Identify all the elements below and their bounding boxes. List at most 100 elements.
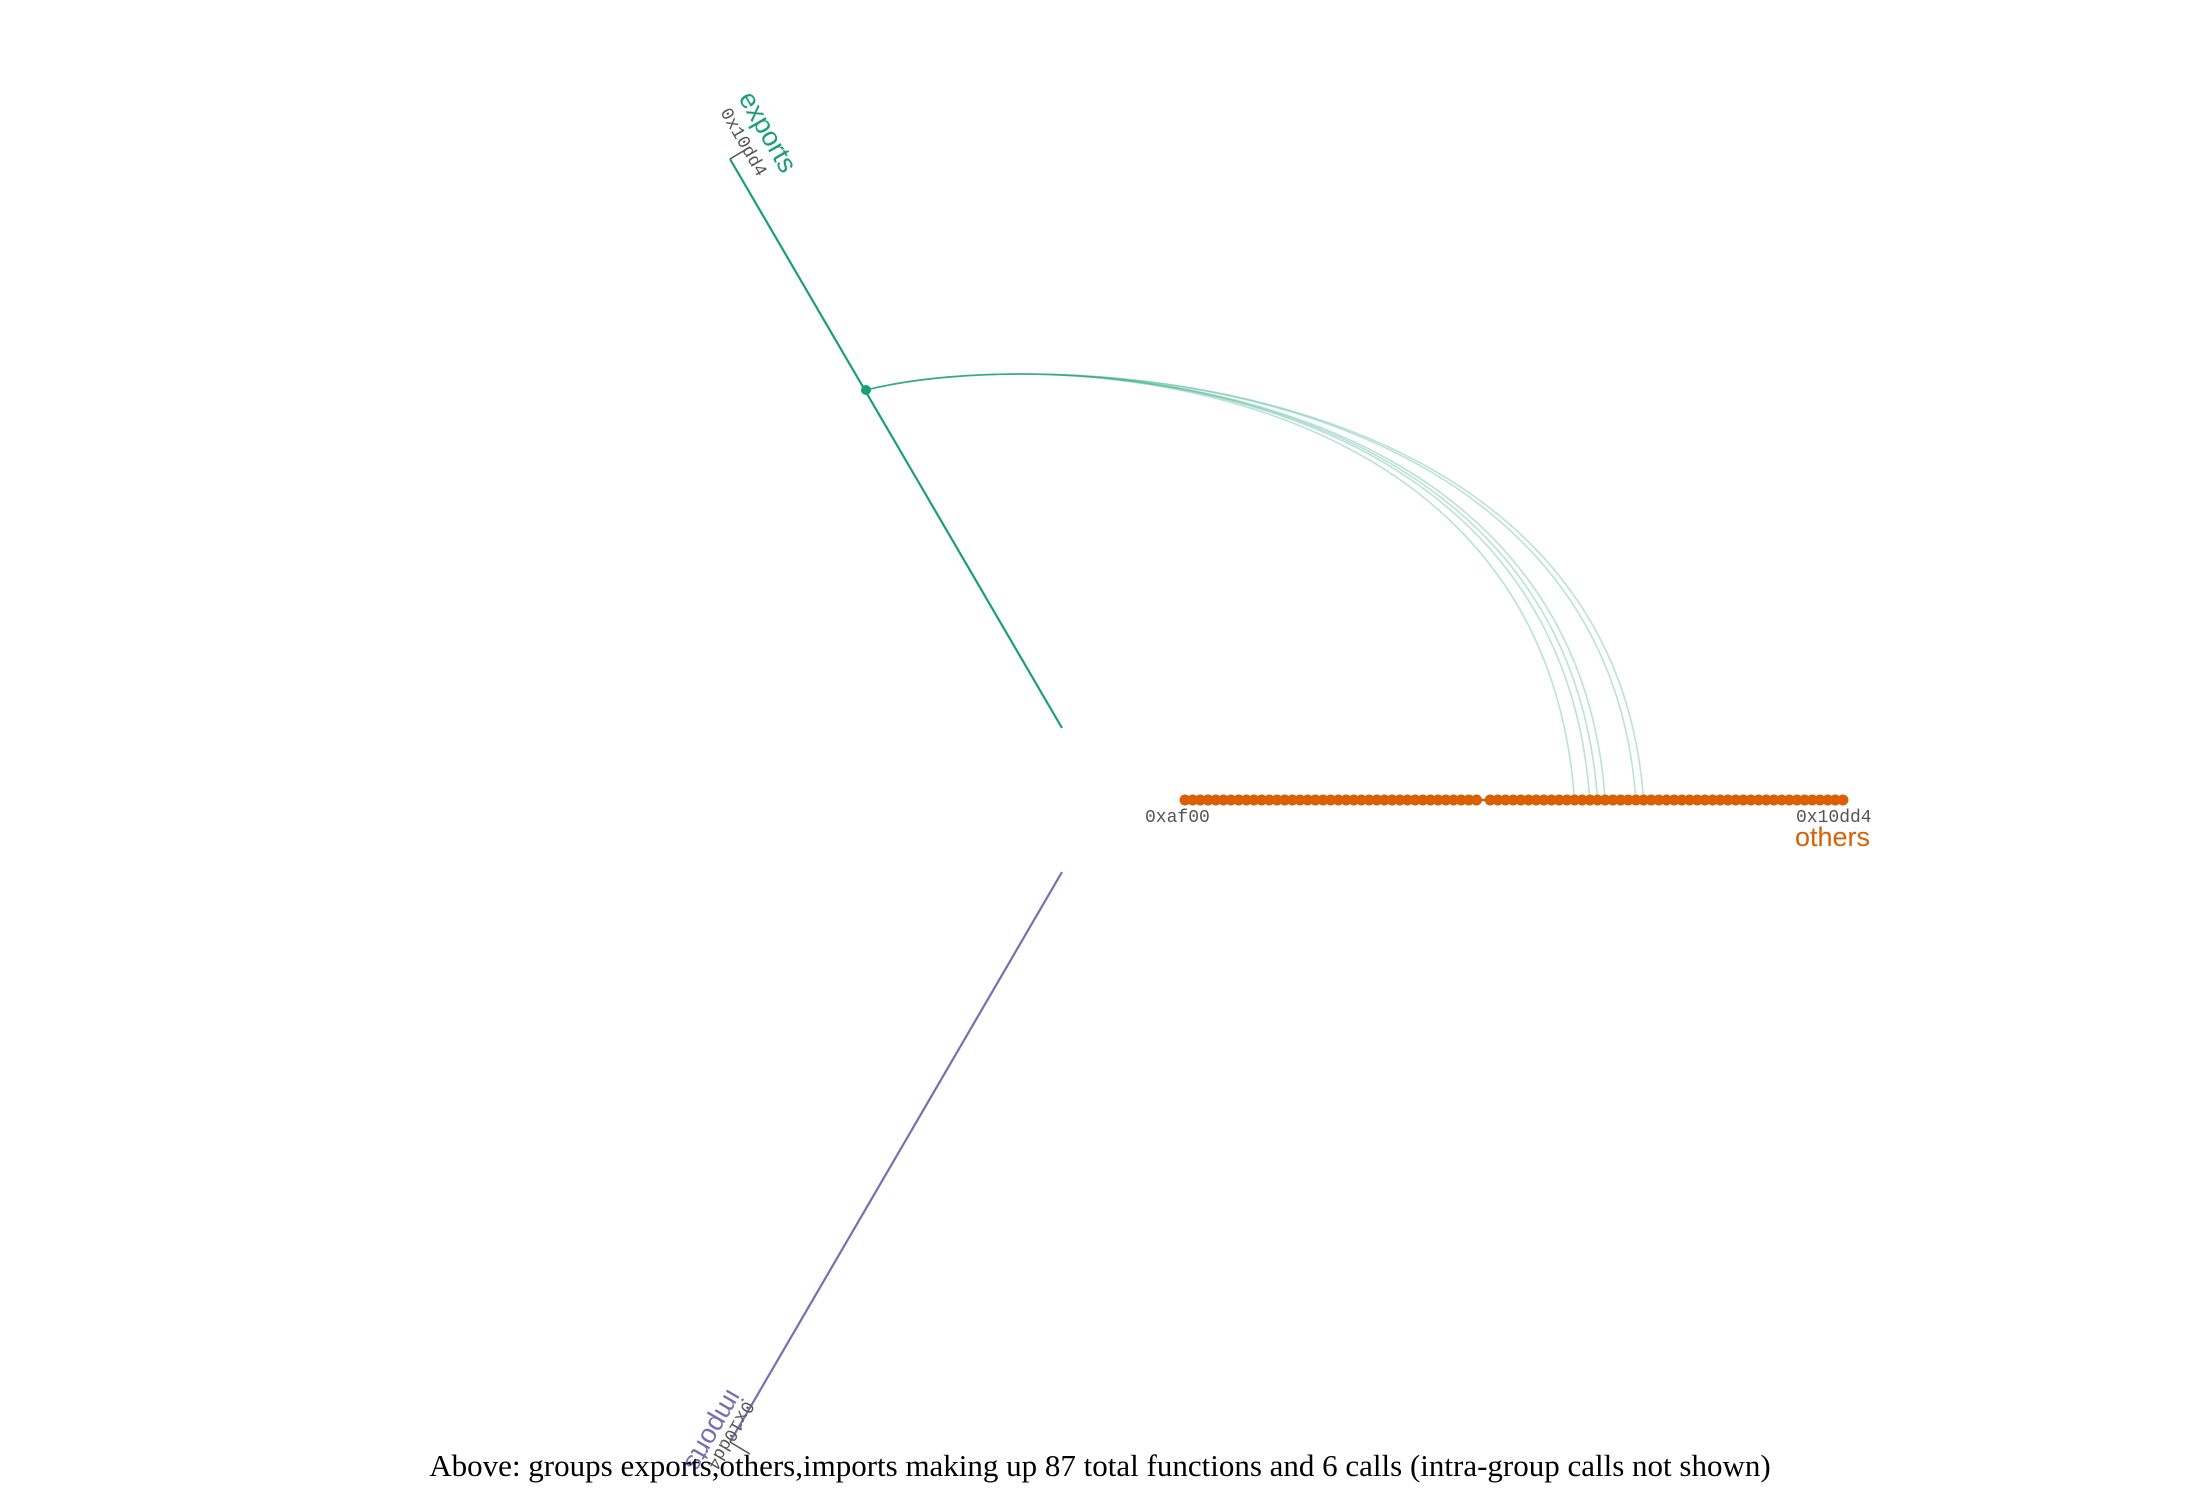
others-node (1179, 794, 1191, 806)
others-node (1492, 794, 1504, 806)
axis-others-group-label: others (1795, 822, 1870, 852)
others-node (1440, 794, 1452, 806)
others-node (1737, 794, 1749, 806)
others-node (1507, 794, 1519, 806)
others-node (1263, 794, 1275, 806)
others-node (1699, 794, 1711, 806)
call-edge (865, 373, 1607, 801)
others-node (1500, 794, 1511, 806)
others-node (1707, 794, 1719, 806)
others-node (1332, 794, 1344, 806)
others-node (1187, 794, 1199, 806)
others-node (1829, 794, 1841, 806)
others-node (1340, 794, 1352, 806)
others-node (1363, 794, 1375, 806)
others-node (1317, 794, 1329, 806)
axis-others-start-label: 0xaf00 (1145, 808, 1210, 828)
others-node (1592, 794, 1603, 806)
others-node (1730, 794, 1742, 806)
call-edge (865, 373, 1637, 801)
others-node (1791, 794, 1803, 806)
call-edge (865, 373, 1576, 801)
others-node (1553, 794, 1565, 806)
others-node (1814, 794, 1826, 806)
others-node (1271, 794, 1283, 806)
axis-others-end-label: 0x10dd4 (1796, 808, 1872, 828)
axis-imports: 0x10dd4 imports (679, 871, 1063, 1477)
others-node (1217, 794, 1229, 806)
others-node (1233, 794, 1245, 806)
others-node (1484, 794, 1496, 806)
axis-exports-line (729, 158, 1063, 729)
others-node (1378, 794, 1390, 806)
others-node (1645, 794, 1657, 806)
others-node (1783, 794, 1795, 806)
call-edge (865, 373, 1645, 801)
others-node (1691, 794, 1703, 806)
others-node (1822, 794, 1834, 806)
others-node (1630, 794, 1642, 806)
others-node (1471, 794, 1482, 806)
others-node (1256, 794, 1268, 806)
others-node (1202, 794, 1214, 806)
others-node (1776, 794, 1788, 806)
axis-others: 0xaf00 0x10dd4 others (1145, 794, 1872, 852)
axis-exports: 0x10dd4 exports (715, 86, 1063, 729)
others-node (1463, 794, 1475, 806)
others-node (1279, 794, 1291, 806)
others-node (1806, 794, 1818, 806)
others-node (1417, 794, 1429, 806)
others-node (1584, 794, 1596, 806)
others-node (1240, 794, 1252, 806)
call-edge (865, 373, 1591, 801)
others-node (1348, 794, 1360, 806)
others-node (1248, 794, 1260, 806)
others-node (1448, 794, 1459, 806)
others-node (1753, 794, 1765, 806)
others-node (1569, 794, 1580, 806)
others-node (1714, 794, 1726, 806)
others-node (1371, 794, 1383, 806)
others-node (1294, 794, 1306, 806)
others-node (1546, 794, 1557, 806)
others-node (1615, 794, 1627, 806)
others-node (1607, 794, 1619, 806)
others-node (1386, 794, 1398, 806)
others-node (1599, 794, 1611, 806)
call-edges (865, 373, 1645, 801)
others-node (1653, 794, 1665, 806)
others-node (1194, 794, 1206, 806)
others-node (1684, 794, 1696, 806)
others-node (1538, 794, 1550, 806)
others-node (1225, 794, 1237, 806)
others-node (1425, 794, 1436, 806)
others-node (1676, 794, 1688, 806)
others-node (1576, 794, 1588, 806)
others-node (1561, 794, 1573, 806)
others-node (1210, 794, 1222, 806)
others-node (1325, 794, 1337, 806)
others-node (1523, 794, 1534, 806)
others-node (1394, 794, 1406, 806)
others-node (1722, 794, 1734, 806)
others-node (1745, 794, 1757, 806)
axis-imports-line (729, 871, 1063, 1443)
others-node (1638, 794, 1650, 806)
others-node (1432, 794, 1444, 806)
others-node (1302, 794, 1314, 806)
others-node (1760, 794, 1772, 806)
others-node (1837, 794, 1849, 806)
others-node (1622, 794, 1634, 806)
others-nodes (1179, 794, 1849, 806)
axis-exports-tick (729, 146, 751, 160)
others-node (1309, 794, 1321, 806)
others-node (1799, 794, 1811, 806)
others-node (1530, 794, 1542, 806)
others-node (1768, 794, 1780, 806)
others-node (1401, 794, 1413, 806)
others-node (1455, 794, 1467, 806)
others-node (1409, 794, 1421, 806)
others-node (1286, 794, 1298, 806)
others-node (1355, 794, 1367, 806)
